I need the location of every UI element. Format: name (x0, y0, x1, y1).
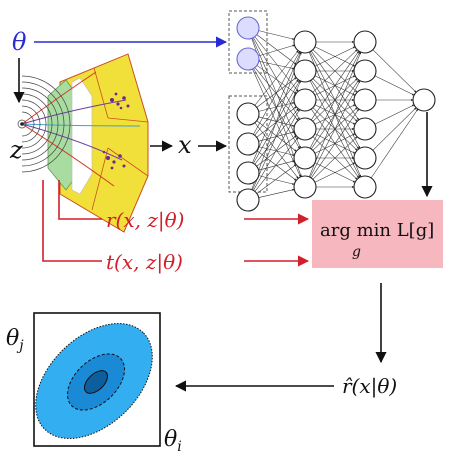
detector-event-display (17, 53, 149, 233)
network-edge (258, 60, 295, 70)
network-edge (254, 137, 299, 192)
x-input-node (236, 161, 260, 185)
augmented-data-paths (42, 180, 310, 267)
parameter-contour-plot (33, 312, 161, 447)
network-edge (252, 51, 301, 164)
network-edge (258, 160, 295, 171)
network-edge (253, 37, 300, 120)
hidden-node (293, 117, 317, 141)
hidden-node (293, 59, 317, 83)
neural-network (228, 10, 436, 212)
hidden-node (353, 59, 377, 83)
t-path-line (42, 180, 102, 262)
network-edges (251, 30, 419, 198)
estimator-label: r̂(x|θ) (342, 374, 397, 399)
calorimeter-hits (102, 92, 130, 170)
network-edge (256, 34, 297, 65)
network-edge (258, 175, 295, 185)
network-edge (258, 30, 295, 40)
network-edge (256, 164, 297, 194)
network-edge (258, 44, 295, 57)
network-edge (252, 68, 301, 178)
contour-inner (83, 370, 109, 394)
network-edge (253, 68, 300, 149)
network-edge (251, 52, 302, 190)
theta-j-label: θj (6, 326, 24, 354)
network-edge (258, 188, 295, 198)
tracker-rings (17, 75, 71, 173)
hidden-node (293, 88, 317, 112)
network-edge (374, 75, 415, 96)
network-edge (374, 104, 415, 125)
z-label: z (9, 136, 23, 164)
hidden-node (293, 146, 317, 170)
network-edge (309, 80, 361, 178)
hidden-node (293, 30, 317, 54)
network-edge (254, 67, 299, 121)
hidden-node (353, 117, 377, 141)
x-label: x (178, 131, 192, 159)
loss-subscript: g (352, 244, 361, 260)
r-joint-label: r(x, z|θ) (106, 208, 184, 233)
network-edge (254, 108, 299, 165)
theta-input-node (236, 16, 260, 40)
network-edge (372, 49, 417, 93)
x-input-node (236, 102, 260, 126)
output-node (412, 88, 436, 112)
network-edge (253, 80, 300, 164)
network-edge (256, 65, 297, 94)
network-edge (256, 135, 297, 167)
hidden-node (353, 88, 377, 112)
hidden-node (353, 30, 377, 54)
theta-input-node (236, 47, 260, 71)
network-edge (314, 162, 356, 183)
x-input-node (236, 188, 260, 212)
hidden-node (353, 146, 377, 170)
hidden-node (293, 175, 317, 199)
network-edge (312, 136, 358, 180)
hidden-node (353, 175, 377, 199)
network-edge (254, 36, 299, 92)
network-nodes (236, 16, 436, 212)
loss-box (312, 200, 443, 268)
r-path-line (58, 180, 102, 220)
loss-label: arg min L[g] (320, 220, 434, 241)
network-edge (311, 108, 359, 179)
theta-label: θ (12, 28, 27, 56)
network-edge (312, 49, 358, 93)
network-edge (314, 46, 356, 67)
network-edge (311, 50, 359, 121)
network-edge (372, 107, 417, 151)
network-edge (308, 51, 362, 177)
network-edge (253, 51, 300, 135)
x-input-node (236, 132, 260, 156)
network-edge (252, 80, 301, 191)
t-joint-label: t(x, z|θ) (106, 250, 183, 275)
network-edge (253, 109, 300, 191)
theta-i-label: θi (164, 427, 182, 455)
interaction-vertex (20, 122, 24, 126)
network-edge (309, 51, 361, 149)
network-edge (254, 50, 299, 106)
network-edge (370, 108, 419, 179)
